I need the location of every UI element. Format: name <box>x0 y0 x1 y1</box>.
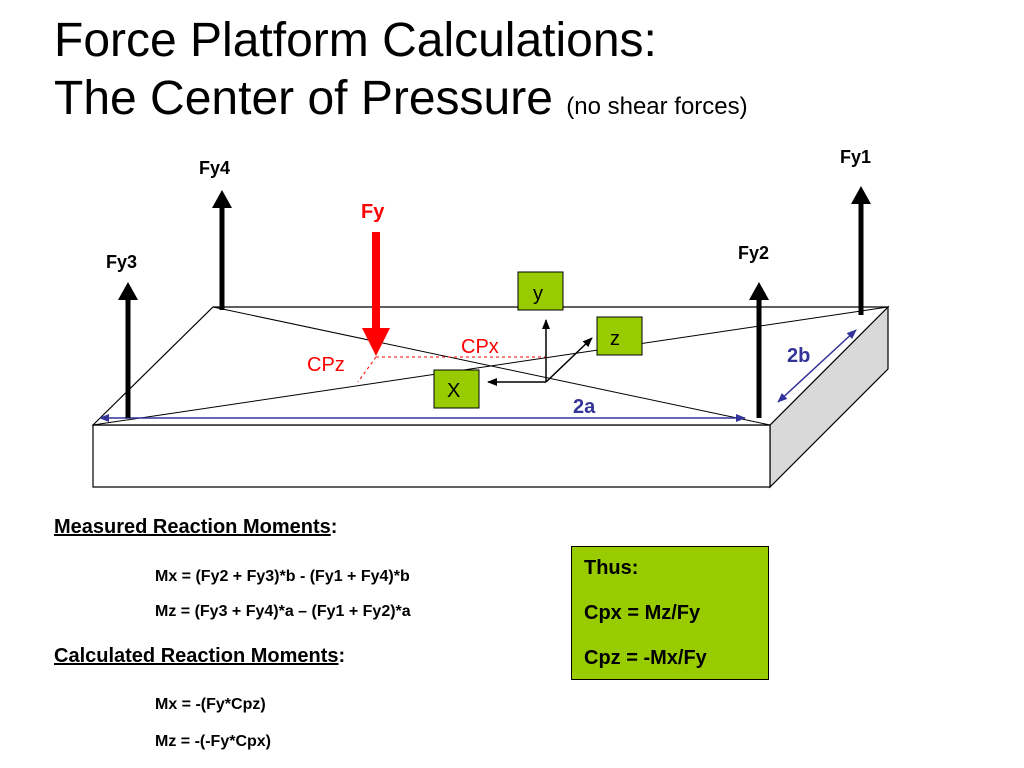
force-fy3-arrowhead <box>118 282 138 300</box>
platform <box>91 305 890 489</box>
force-fy4-arrowhead <box>212 190 232 208</box>
applied-force-arrowhead <box>362 328 390 356</box>
calculated-mx-equation: Mx = -(Fy*Cpz) <box>155 696 266 713</box>
force-platform-diagram: 2a 2b Fy3 Fy4 Fy2 Fy1 Fy CPx CPz y z X <box>91 147 890 489</box>
z-axis-label: z <box>610 328 620 350</box>
measured-mz-equation: Mz = (Fy3 + Fy4)*a – (Fy1 + Fy2)*a <box>155 603 411 620</box>
dimension-2a-label: 2a <box>573 396 596 418</box>
cpz-label: CPz <box>307 354 345 376</box>
calculated-moments-heading: Calculated Reaction Moments: <box>54 645 345 668</box>
x-axis-label: X <box>447 380 460 402</box>
cpz-dashed-line <box>357 356 377 383</box>
title-line-1: Force Platform Calculations: <box>54 14 657 67</box>
calculated-mz-equation: Mz = -(-Fy*Cpx) <box>155 733 271 750</box>
y-axis-box <box>517 271 564 311</box>
title-line-2: The Center of Pressure (no shear forces) <box>54 70 748 136</box>
cpx-label: CPx <box>461 336 499 358</box>
applied-force-label: Fy <box>361 201 385 223</box>
result-cpx-equation: Cpx = Mz/Fy <box>584 602 701 624</box>
page-title: Force Platform Calculations: The Center … <box>54 12 748 136</box>
force-fy1-label: Fy1 <box>840 147 871 167</box>
x-axis-box <box>433 369 480 409</box>
measured-moments-colon: : <box>330 516 338 538</box>
measured-moments-title: Measured Reaction Moments <box>54 516 331 538</box>
calculated-moments-title: Calculated Reaction Moments <box>54 645 339 667</box>
platform-front-face <box>92 424 771 488</box>
measured-mx-equation: Mx = (Fy2 + Fy3)*b - (Fy1 + Fy4)*b <box>155 568 410 585</box>
force-fy3-label: Fy3 <box>106 252 137 272</box>
force-fy1-arrowhead <box>851 186 871 204</box>
force-fy2-label: Fy2 <box>738 243 769 263</box>
calculated-moments-colon: : <box>338 645 346 667</box>
title-main-text: The Center of Pressure <box>54 72 553 125</box>
dimension-2b-arrow <box>777 329 857 403</box>
force-fy2-arrowhead <box>749 282 769 300</box>
z-axis-box <box>596 316 643 356</box>
measured-moments-heading: Measured Reaction Moments: <box>54 516 337 539</box>
dimension-2b-label: 2b <box>787 345 810 367</box>
title-note: (no shear forces) <box>566 93 748 120</box>
z-axis <box>545 337 593 383</box>
y-axis-label: y <box>533 283 543 305</box>
result-box: Thus: Cpx = Mz/Fy Cpz = -Mx/Fy <box>571 546 769 680</box>
force-fy4-label: Fy4 <box>199 158 230 178</box>
result-heading: Thus: <box>584 557 639 579</box>
result-cpz-equation: Cpz = -Mx/Fy <box>584 647 707 669</box>
platform-diagonal-2 <box>92 306 889 426</box>
